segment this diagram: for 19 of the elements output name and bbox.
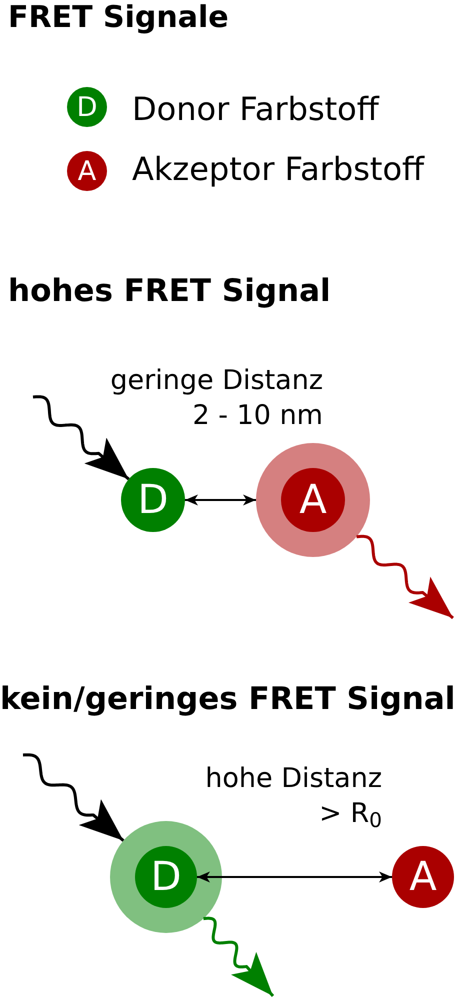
double-arrow — [197, 872, 392, 882]
circle-letter: A — [409, 857, 437, 897]
swatch-letter: D — [76, 94, 98, 120]
edge-label: hohe Distanz > R$_{0}$ — [204, 762, 382, 831]
circle-letter: A — [299, 480, 327, 520]
wavy-arrow — [356, 534, 454, 620]
swatch-letter: A — [78, 158, 96, 184]
section-heading: hohes FRET Signal — [8, 276, 331, 307]
legend-text: Donor Farbstoff — [132, 93, 379, 125]
edge-label: geringe Distanz 2 - 10 nm — [109, 364, 323, 433]
title: FRET Signale — [8, 3, 229, 33]
wavy-arrow — [203, 916, 274, 997]
section-heading: kein/geringes FRET Signal — [0, 684, 456, 715]
wavy-arrow — [22, 753, 124, 842]
legend-text: Akzeptor Farbstoff — [132, 153, 424, 185]
circle-letter: D — [138, 480, 168, 520]
double-arrow — [185, 494, 256, 506]
wavy-arrow — [32, 395, 130, 480]
circle-letter: D — [150, 857, 182, 897]
